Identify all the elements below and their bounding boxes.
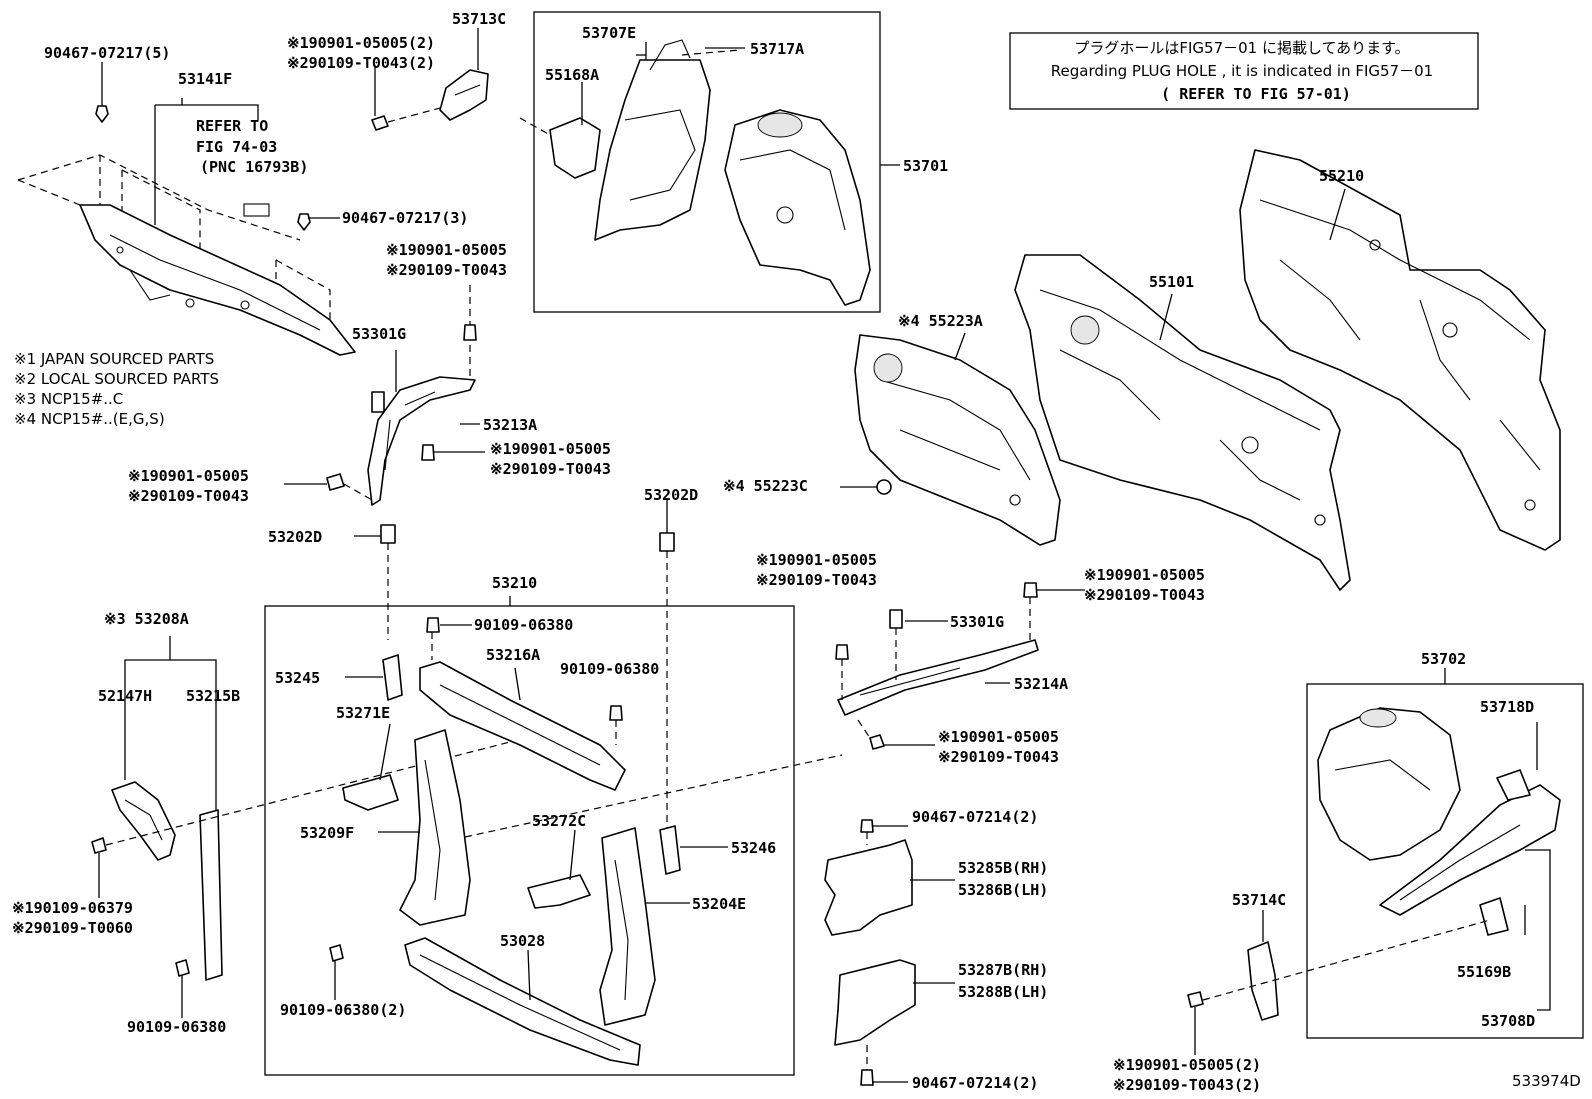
label-1-90901-05005-2-top: ※190901-05005(2) bbox=[287, 34, 435, 52]
label-2-90109-T0043-c: ※290109-T0043 bbox=[128, 487, 249, 505]
label-53141F: 53141F bbox=[178, 70, 232, 88]
label-53301G-left: 53301G bbox=[352, 325, 406, 343]
label-53301G-right: 53301G bbox=[950, 613, 1004, 631]
label-55169B: 55169B bbox=[1457, 963, 1511, 981]
label-53702: 53702 bbox=[1421, 650, 1466, 668]
leader-lines bbox=[98, 42, 1526, 1083]
label-2-90109-T0043-d: ※290109-T0043 bbox=[756, 571, 877, 589]
label-1-90901-05005-d: ※190901-05005 bbox=[756, 551, 877, 569]
label-53216A: 53216A bbox=[486, 646, 540, 664]
part-53141F-shape bbox=[17, 154, 356, 356]
label-53287B: 53287B(RH) bbox=[958, 961, 1048, 979]
label-90467-07214-b: 90467-07214(2) bbox=[912, 1074, 1038, 1092]
label-55210: 55210 bbox=[1319, 167, 1364, 185]
label-53707E: 53707E bbox=[582, 24, 636, 42]
part-53202D-right-shape bbox=[659, 500, 675, 830]
part-53702-shape bbox=[1317, 668, 1561, 1011]
label-53288B: 53288B(LH) bbox=[958, 983, 1048, 1001]
label-1-90109-06379: ※190109-06379 bbox=[12, 899, 133, 917]
part-55223A-shape bbox=[854, 334, 1061, 546]
label-53202D-left: 53202D bbox=[268, 528, 322, 546]
label-90467-07214-a: 90467-07214(2) bbox=[912, 808, 1038, 826]
label-53701: 53701 bbox=[903, 157, 948, 175]
label-90467-07217-5: 90467-07217(5) bbox=[44, 44, 170, 62]
notice-box bbox=[1009, 32, 1479, 110]
label-1-90901-05005-c: ※190901-05005 bbox=[128, 467, 249, 485]
label-2-90109-T0043-2-top: ※290109-T0043(2) bbox=[287, 54, 435, 72]
label-2-90109-T0043-b: ※290109-T0043 bbox=[490, 460, 611, 478]
bolt-shape-90467-07217-3 bbox=[297, 213, 340, 231]
label-53213A: 53213A bbox=[483, 416, 537, 434]
label-53215B: 53215B bbox=[186, 687, 240, 705]
bolt-shape-90467-07217-5 bbox=[95, 62, 109, 123]
part-53713C-shape bbox=[371, 28, 489, 131]
label-53208A: ※3 53208A bbox=[104, 610, 189, 628]
label-53204E: 53204E bbox=[692, 895, 746, 913]
legend-line-3: ※3 NCP15#..C bbox=[14, 390, 123, 408]
legend-line-1: ※1 JAPAN SOURCED PARTS bbox=[14, 350, 214, 368]
label-53246: 53246 bbox=[731, 839, 776, 857]
refer-to-line-2: FIG 74-03 bbox=[196, 138, 277, 156]
part-53202D-left-shape bbox=[380, 524, 396, 640]
part-53213A-shape bbox=[326, 285, 477, 506]
label-2-90109-T0043-g: ※290109-T0043(2) bbox=[1113, 1076, 1261, 1094]
label-1-90901-05005-g: ※190901-05005(2) bbox=[1113, 1056, 1261, 1074]
part-53208A-shape bbox=[91, 636, 511, 981]
label-53714C: 53714C bbox=[1232, 891, 1286, 909]
part-53287B-shape bbox=[834, 959, 916, 1086]
label-1-90901-05005-f: ※190901-05005 bbox=[938, 728, 1059, 746]
label-2-90109-T0043-e: ※290109-T0043 bbox=[1084, 586, 1205, 604]
label-2-90109-T0043-f: ※290109-T0043 bbox=[938, 748, 1059, 766]
label-53028: 53028 bbox=[500, 932, 545, 950]
label-55223C: ※4 55223C bbox=[723, 477, 808, 495]
label-90109-06380-a: 90109-06380 bbox=[474, 616, 573, 634]
label-1-90901-05005-a: ※190901-05005 bbox=[386, 241, 507, 259]
part-55210-shape bbox=[1239, 149, 1561, 551]
label-53271E: 53271E bbox=[336, 704, 390, 722]
part-53214A-shape bbox=[835, 582, 1039, 750]
label-2-90109-T0043-a: ※290109-T0043 bbox=[386, 261, 507, 279]
label-55223A: ※4 55223A bbox=[898, 312, 983, 330]
label-1-90901-05005-e: ※190901-05005 bbox=[1084, 566, 1205, 584]
part-55223C-shape bbox=[840, 479, 892, 495]
label-53214A: 53214A bbox=[1014, 675, 1068, 693]
label-90109-06380-b: 90109-06380 bbox=[560, 660, 659, 678]
label-53272C: 53272C bbox=[532, 812, 586, 830]
label-53210: 53210 bbox=[492, 574, 537, 592]
notice-line-1: プラグホールはFIG57－01 に掲載してあります。 bbox=[1074, 39, 1409, 57]
notice-line-3: ( REFER TO FIG 57-01) bbox=[1161, 85, 1351, 103]
label-90109-06380-c: 90109-06380 bbox=[127, 1018, 226, 1036]
diagram-id: 533974D bbox=[1512, 1072, 1581, 1090]
label-53713C: 53713C bbox=[452, 10, 506, 28]
part-labels: 90467-07217(5) 53141F 90467-07217(3) 537… bbox=[12, 10, 1535, 1094]
label-53202D-right: 53202D bbox=[644, 486, 698, 504]
label-2-90109-T0060: ※290109-T0060 bbox=[12, 919, 133, 937]
group-box-53701 bbox=[533, 11, 881, 313]
refer-to-line-1: REFER TO bbox=[196, 117, 268, 135]
label-90467-07217-3: 90467-07217(3) bbox=[342, 209, 468, 227]
part-53285B-shape bbox=[824, 819, 913, 936]
label-55101: 55101 bbox=[1149, 273, 1194, 291]
label-1-90901-05005-b: ※190901-05005 bbox=[490, 440, 611, 458]
label-53286B: 53286B(LH) bbox=[958, 881, 1048, 899]
label-53717A: 53717A bbox=[750, 40, 804, 58]
label-53245: 53245 bbox=[275, 669, 320, 687]
part-53210-shape bbox=[329, 596, 843, 1066]
label-53209F: 53209F bbox=[300, 824, 354, 842]
legend-line-4: ※4 NCP15#..(E,G,S) bbox=[14, 410, 165, 428]
group-box-53210 bbox=[264, 605, 795, 1076]
label-53718D: 53718D bbox=[1480, 698, 1534, 716]
part-53714C-shape bbox=[1187, 910, 1491, 1055]
refer-to-line-3: (PNC 16793B) bbox=[200, 158, 308, 176]
label-52147H: 52147H bbox=[98, 687, 152, 705]
label-90109-06380-2: 90109-06380(2) bbox=[280, 1001, 406, 1019]
legend-line-2: ※2 LOCAL SOURCED PARTS bbox=[14, 370, 219, 388]
label-55168A: 55168A bbox=[545, 66, 599, 84]
part-53701-shape bbox=[519, 39, 871, 306]
notice-line-2: Regarding PLUG HOLE , it is indicated in… bbox=[1051, 62, 1433, 80]
label-53285B: 53285B(RH) bbox=[958, 859, 1048, 877]
label-53708D: 53708D bbox=[1481, 1012, 1535, 1030]
part-55101-shape bbox=[1014, 254, 1351, 591]
